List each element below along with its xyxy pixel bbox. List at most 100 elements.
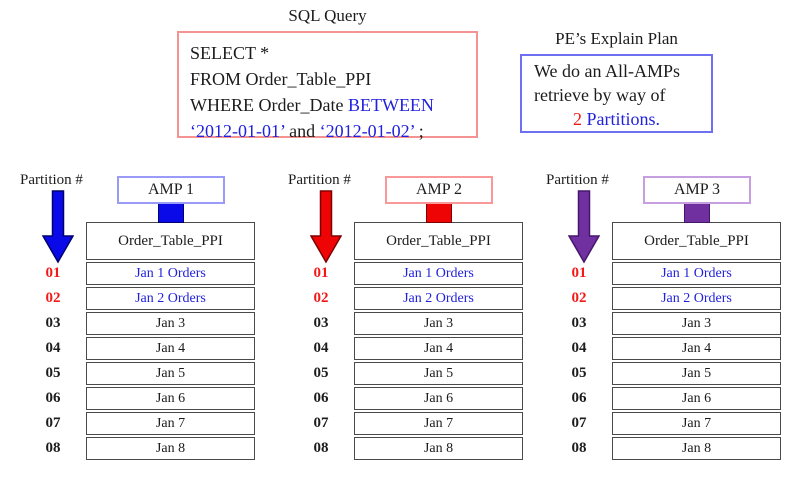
sql-query-title: SQL Query xyxy=(288,6,367,25)
partition-arrow-icon xyxy=(41,190,75,264)
down-arrow-icon xyxy=(567,190,601,264)
table-row: 07 Jan 7 xyxy=(546,412,782,435)
partition-row-label: Jan 7 xyxy=(612,412,781,435)
partition-row-label: Jan 5 xyxy=(86,362,255,385)
text-line: SELECT * xyxy=(190,43,270,63)
table-row: 02 Jan 2 Orders xyxy=(288,287,524,310)
amp-connector-square xyxy=(684,203,710,223)
table-header-row: Order_Table_PPI xyxy=(546,222,782,260)
table-row: 05 Jan 5 xyxy=(20,362,256,385)
table-row: 07 Jan 7 xyxy=(20,412,256,435)
partition-arrow-icon xyxy=(567,190,601,264)
partition-number: 08 xyxy=(571,440,587,456)
partition-number: 07 xyxy=(45,415,61,431)
table-header: Order_Table_PPI xyxy=(86,222,255,260)
text-line: ‘2012-01-01’ and ‘2012-01-02’ ; xyxy=(190,121,424,141)
partition-number: 05 xyxy=(313,365,329,381)
partition-number-label: Partition # xyxy=(546,172,609,188)
partition-number: 02 xyxy=(571,290,587,306)
table-header-row: Order_Table_PPI xyxy=(288,222,524,260)
partition-number: 03 xyxy=(571,315,587,331)
partition-number: 04 xyxy=(45,340,61,356)
partition-row-label: Jan 3 xyxy=(86,312,255,335)
partition-number: 05 xyxy=(571,365,587,381)
partition-number: 01 xyxy=(313,265,329,281)
table-header: Order_Table_PPI xyxy=(612,222,781,260)
partition-row-label: Jan 1 Orders xyxy=(612,262,781,285)
table-header: Order_Table_PPI xyxy=(354,222,523,260)
table-row: 05 Jan 5 xyxy=(288,362,524,385)
partition-number: 03 xyxy=(45,315,61,331)
partition-number: 05 xyxy=(45,365,61,381)
partition-row-label: Jan 1 Orders xyxy=(86,262,255,285)
table-row: 05 Jan 5 xyxy=(546,362,782,385)
explain-plan-title: PE’s Explain Plan xyxy=(555,29,678,48)
partition-row-label: Jan 2 Orders xyxy=(612,287,781,310)
partition-row-label: Jan 4 xyxy=(612,337,781,360)
partition-row-label: Jan 8 xyxy=(354,437,523,460)
table-row: 03 Jan 3 xyxy=(288,312,524,335)
partition-number-label: Partition # xyxy=(288,172,351,188)
partition-number: 04 xyxy=(571,340,587,356)
partition-table: Order_Table_PPI 01 Jan 1 Orders 02 Jan 2 Or… xyxy=(288,222,524,462)
partition-number: 02 xyxy=(313,290,329,306)
table-row: 02 Jan 2 Orders xyxy=(546,287,782,310)
text-line: FROM Order_Table_PPI xyxy=(190,69,372,89)
partition-row-label: Jan 3 xyxy=(354,312,523,335)
partition-number-spacer xyxy=(20,222,86,260)
partition-number-spacer xyxy=(546,222,612,260)
partition-row-label: Jan 7 xyxy=(86,412,255,435)
table-row: 04 Jan 4 xyxy=(20,337,256,360)
partition-row-label: Jan 2 Orders xyxy=(86,287,255,310)
partition-number: 07 xyxy=(571,415,587,431)
amp-connector-square xyxy=(426,203,452,223)
sql-query-box: SELECT * FROM Order_Table_PPI WHERE Order_… xyxy=(177,31,478,141)
partition-row-label: Jan 3 xyxy=(612,312,781,335)
partition-number: 06 xyxy=(313,390,329,406)
partition-number: 01 xyxy=(571,265,587,281)
amp-connector-square xyxy=(158,203,184,223)
partition-row-label: Jan 5 xyxy=(354,362,523,385)
partition-row-label: Jan 5 xyxy=(612,362,781,385)
table-row: 06 Jan 6 xyxy=(288,387,524,410)
partition-arrow-icon xyxy=(309,190,343,264)
text-line: We do an All-AMPs xyxy=(534,61,681,81)
partition-row-label: Jan 4 xyxy=(354,337,523,360)
down-arrow-icon xyxy=(41,190,75,264)
partition-row-label: Jan 6 xyxy=(354,387,523,410)
partition-row-label: Jan 6 xyxy=(612,387,781,410)
table-row: 07 Jan 7 xyxy=(288,412,524,435)
partition-row-label: Jan 7 xyxy=(354,412,523,435)
table-header-row: Order_Table_PPI xyxy=(20,222,256,260)
text-line: WHERE Order_Date BETWEEN xyxy=(190,95,434,115)
partition-row-label: Jan 1 Orders xyxy=(354,262,523,285)
table-row: 02 Jan 2 Orders xyxy=(20,287,256,310)
amp-box: AMP 2 xyxy=(385,176,493,204)
text-line: retrieve by way of xyxy=(534,85,666,105)
partition-number-label: Partition # xyxy=(20,172,83,188)
partition-row-label: Jan 6 xyxy=(86,387,255,410)
partition-number: 08 xyxy=(313,440,329,456)
explain-plan-box: We do an All-AMPs retrieve by way of 2 Par… xyxy=(520,54,713,133)
down-arrow-icon xyxy=(309,190,343,264)
table-row: 04 Jan 4 xyxy=(288,337,524,360)
text-line: 2 Partitions. xyxy=(572,109,660,129)
partition-number: 03 xyxy=(313,315,329,331)
partition-row-label: Jan 4 xyxy=(86,337,255,360)
table-row: 01 Jan 1 Orders xyxy=(288,262,524,285)
partition-row-label: Jan 2 Orders xyxy=(354,287,523,310)
partition-number: 07 xyxy=(313,415,329,431)
partition-number: 08 xyxy=(45,440,61,456)
partition-number: 02 xyxy=(45,290,61,306)
partition-table: Order_Table_PPI 01 Jan 1 Orders 02 Jan 2 Or… xyxy=(546,222,782,462)
partition-number: 04 xyxy=(313,340,329,356)
